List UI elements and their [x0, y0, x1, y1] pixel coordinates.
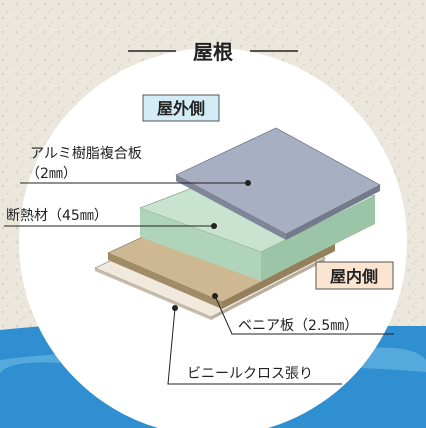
vinyl-layer-front — [95, 268, 211, 320]
vinyl-leader — [167, 307, 342, 385]
veneer-label: ベニア板（2.5㎜） — [238, 318, 358, 334]
outside-badge-box — [142, 94, 220, 122]
insulation-layer-side — [261, 196, 375, 281]
veneer-layer-side — [222, 244, 335, 309]
vinyl-leader-dot — [172, 305, 178, 311]
veneer-layer-front — [108, 253, 222, 309]
inside-badge-box — [315, 261, 394, 290]
aluminum-label-line2: （2㎜） — [26, 166, 77, 182]
insulation-label: 断熱材（45㎜） — [6, 208, 108, 224]
insulation-leader-dot — [211, 223, 217, 229]
outside-label: 屋外側 — [157, 99, 205, 118]
aluminum-layer-side — [286, 185, 380, 240]
vinyl-label: ビニールクロス張り — [187, 366, 313, 382]
aluminum-layer-front — [176, 175, 286, 240]
aluminum-label-line1: アルミ樹脂複合板 — [30, 145, 142, 162]
vinyl-layer-side — [211, 258, 325, 320]
inside-label: 屋内側 — [330, 267, 378, 286]
diagram-title: 屋根 — [193, 40, 233, 64]
aluminum-leader-dot — [245, 180, 251, 186]
veneer-leader-dot — [212, 293, 218, 299]
veneer-leader — [214, 295, 394, 335]
